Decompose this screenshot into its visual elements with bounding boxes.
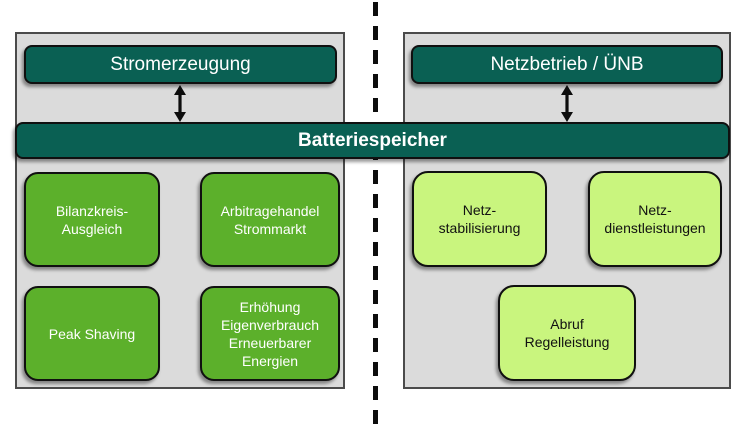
- usecase-box-erhoehung-eigenverbrauch: Erhöhung Eigenverbrauch Erneuerbarer Ene…: [200, 286, 340, 381]
- usecase-box-peak-shaving: Peak Shaving: [24, 286, 160, 381]
- usecase-box-netzdienstleistungen: Netz- dienstleistungen: [588, 171, 722, 267]
- usecase-box-arbitragehandel-strommarkt: Arbitragehandel Strommarkt: [200, 172, 340, 267]
- generation-header: Stromerzeugung: [24, 45, 337, 84]
- battery-storage-bar: Batteriespeicher: [15, 122, 730, 159]
- dashed-divider: [373, 2, 378, 428]
- usecase-box-abruf-regelleistung: Abruf Regelleistung: [498, 285, 636, 381]
- grid-operation-header: Netzbetrieb / ÜNB: [411, 45, 723, 84]
- bidirectional-arrow-icon: [557, 85, 577, 122]
- bidirectional-arrow-icon: [170, 85, 190, 122]
- usecase-box-bilanzkreis-ausgleich: Bilanzkreis- Ausgleich: [24, 172, 160, 267]
- usecase-box-netzstabilisierung: Netz- stabilisierung: [412, 171, 547, 267]
